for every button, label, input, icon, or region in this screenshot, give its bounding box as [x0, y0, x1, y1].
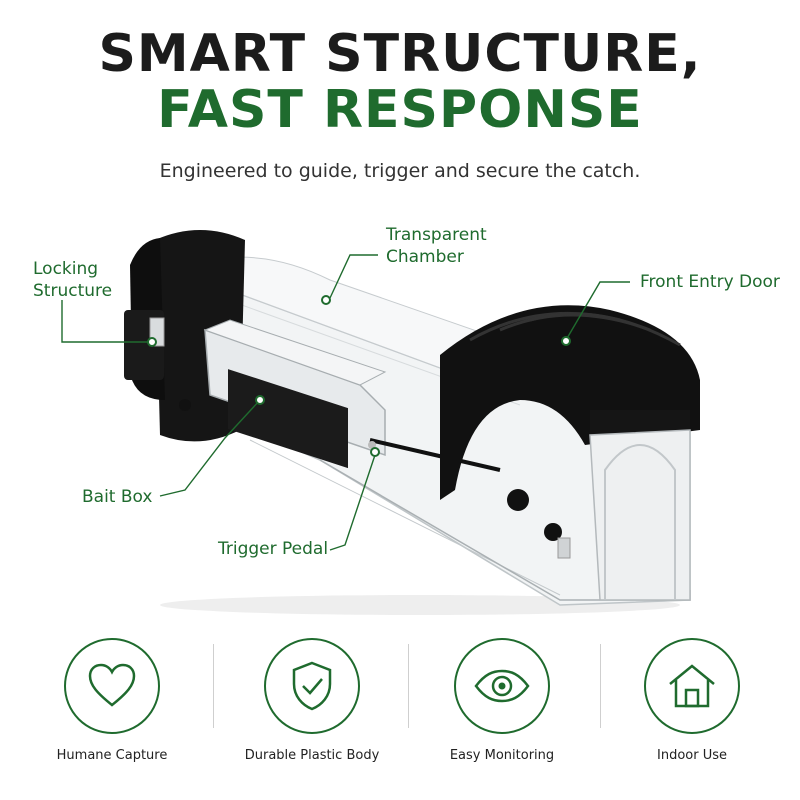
feature-label: Durable Plastic Body — [244, 748, 380, 763]
callout-front-door-label: Front Entry Door — [640, 272, 780, 292]
feature-durable-plastic: Durable Plastic Body — [212, 628, 412, 763]
callout-front-entry-door: Front Entry Door — [640, 271, 780, 293]
callout-locking-line-1: Locking — [33, 259, 99, 279]
feature-circle — [644, 638, 740, 734]
feature-circle — [454, 638, 550, 734]
headline-line-2: FAST RESPONSE — [157, 80, 643, 140]
headline-line-1: SMART STRUCTURE, — [98, 24, 702, 84]
callout-transparent-line-1: Transparent — [386, 225, 487, 245]
house-icon — [669, 664, 715, 708]
feature-label: Easy Monitoring — [449, 748, 555, 763]
feature-divider — [408, 644, 409, 728]
feature-divider — [213, 644, 214, 728]
callout-transparent-line-2: Chamber — [386, 247, 464, 267]
feature-indoor-use: Indoor Use — [592, 628, 792, 763]
feature-circle — [264, 638, 360, 734]
feature-label: Humane Capture — [56, 748, 168, 763]
feature-humane-capture: Humane Capture — [12, 628, 212, 763]
feature-circle — [64, 638, 160, 734]
callout-locking-structure: Locking Structure — [33, 258, 112, 302]
bait-box — [203, 319, 387, 469]
callout-bait-box: Bait Box — [82, 486, 152, 508]
feature-divider — [600, 644, 601, 728]
feature-label: Indoor Use — [657, 748, 727, 763]
trap-illustration — [61, 230, 700, 615]
callout-locking-line-2: Structure — [33, 281, 113, 301]
shield-check-icon — [292, 661, 332, 711]
feature-row: Humane Capture Durable Plastic Body Easy… — [0, 628, 800, 788]
feature-easy-monitoring: Easy Monitoring — [402, 628, 602, 763]
callout-transparent-chamber: Transparent Chamber — [386, 224, 487, 268]
subtitle: Engineered to guide, trigger and secure … — [159, 160, 641, 182]
eye-icon — [474, 669, 530, 703]
front-entry-door — [440, 305, 700, 601]
callout-bait-box-label: Bait Box — [82, 487, 153, 507]
heart-icon — [88, 663, 136, 707]
callout-trigger-pedal-label: Trigger Pedal — [218, 539, 329, 559]
callout-trigger-pedal: Trigger Pedal — [218, 538, 328, 560]
